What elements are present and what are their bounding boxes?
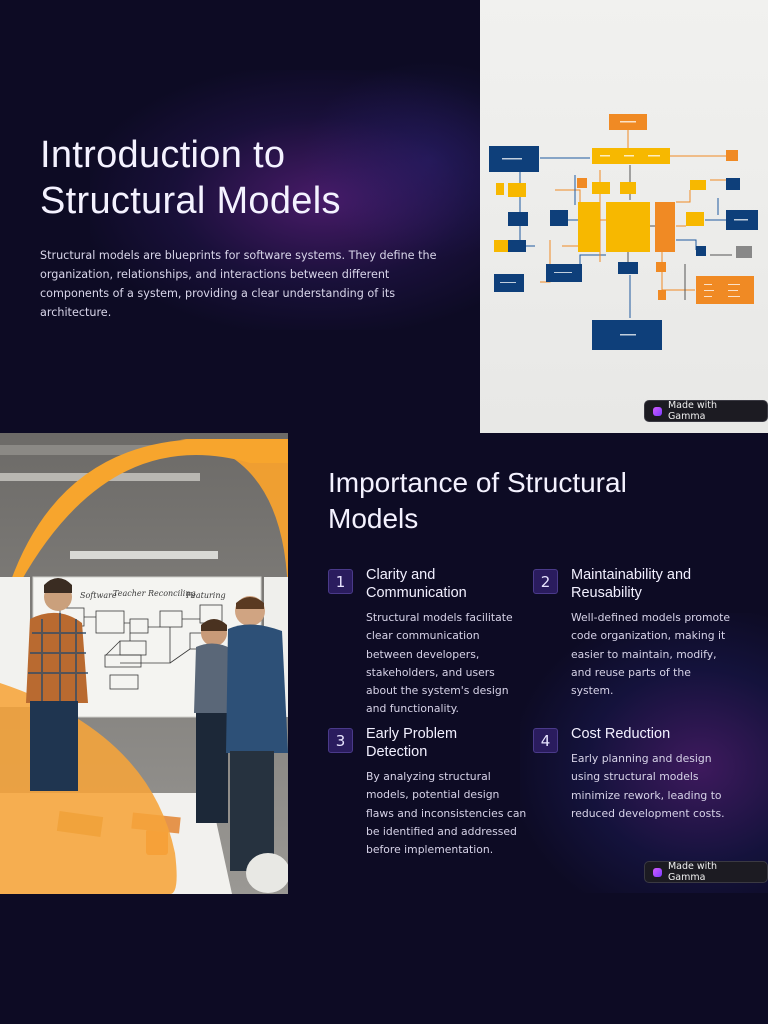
team-whiteboard-photo: Software Teacher Reconciling Featuring xyxy=(0,433,290,894)
whiteboard-text: Teacher Reconciling xyxy=(113,589,196,598)
title-line: Structural Models xyxy=(40,180,341,222)
card-number: 4 xyxy=(533,728,558,753)
gamma-logo-icon xyxy=(653,867,662,877)
card-number: 1 xyxy=(328,569,353,594)
architecture-diagram-image xyxy=(480,0,768,433)
title-line: Models xyxy=(328,503,419,534)
slide-importance: Software Teacher Reconciling Featuring xyxy=(0,433,768,894)
slide-title: Importance of Structural Models xyxy=(328,465,728,537)
card-title-line: Cost Reduction xyxy=(571,726,671,742)
title-line: Importance of Structural xyxy=(328,467,627,498)
badge-label: Made with Gamma xyxy=(667,861,718,883)
made-with-gamma-badge[interactable]: Made with Gamma xyxy=(644,861,768,883)
title-line: Introduction to xyxy=(40,134,286,176)
slide-introduction: Introduction to Structural Models Struct… xyxy=(0,0,768,433)
whiteboard-text: Featuring xyxy=(185,591,226,600)
card-text: Structural models facilitate clear commu… xyxy=(366,611,513,716)
made-with-gamma-badge[interactable]: Made with Gamma xyxy=(644,400,768,422)
card-text: Early planning and design using structur… xyxy=(571,752,725,820)
card-title-line: Maintainability and xyxy=(571,567,692,583)
badge-label: Made with Gamma xyxy=(667,400,718,422)
whiteboard-text: Software xyxy=(80,591,117,600)
gamma-logo-icon xyxy=(653,406,662,416)
card-number: 3 xyxy=(328,728,353,753)
card-text: By analyzing structural models, potentia… xyxy=(366,770,527,857)
background-glow xyxy=(520,613,768,893)
slide-title: Introduction to Structural Models xyxy=(40,132,460,224)
slide-description: Structural models are blueprints for sof… xyxy=(40,249,437,319)
card-title-line: Clarity and xyxy=(366,567,436,583)
card-title-line: Reusability xyxy=(571,585,642,601)
background-glow xyxy=(90,70,510,330)
card-number: 2 xyxy=(533,569,558,594)
card-title-line: Communication xyxy=(366,585,467,601)
card-title: Cost Reduction xyxy=(571,725,731,743)
card-title-line: Early Problem xyxy=(366,726,458,742)
card-text: Well-defined models promote code organiz… xyxy=(571,611,730,698)
card-title-line: Detection xyxy=(366,744,428,760)
